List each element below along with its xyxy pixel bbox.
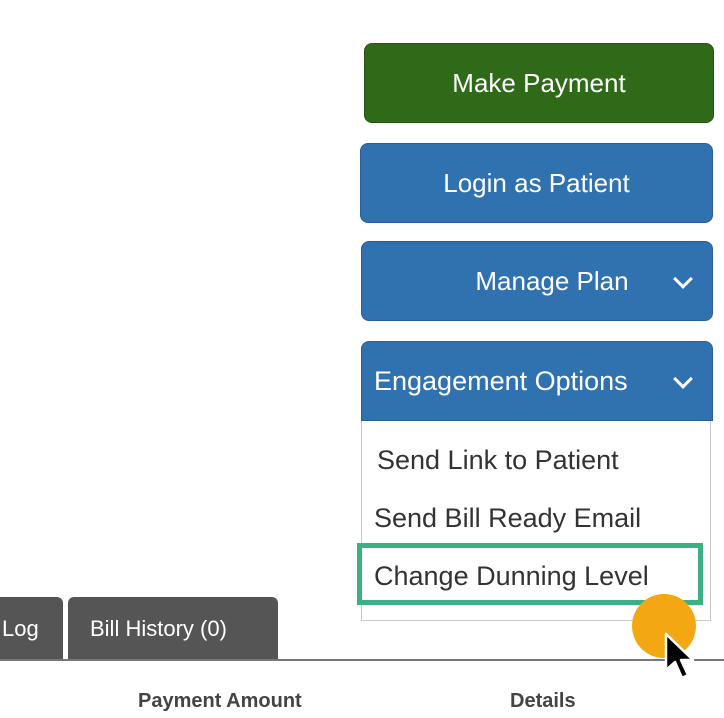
tab-divider: [0, 659, 724, 661]
manage-plan-label: Manage Plan: [475, 265, 629, 296]
cursor-highlight-dot: [632, 594, 696, 658]
login-as-patient-label: Login as Patient: [443, 167, 630, 198]
chevron-down-icon: [673, 369, 693, 389]
engagement-options-button[interactable]: Engagement Options: [361, 341, 713, 421]
column-header-payment-amount: Payment Amount: [138, 690, 302, 712]
engagement-options-label: Engagement Options: [374, 365, 628, 396]
menu-item-change-dunning-level[interactable]: Change Dunning Level: [374, 561, 649, 591]
chevron-down-icon: [673, 269, 693, 289]
tab-bill-history-label: Bill History (0): [90, 615, 227, 641]
manage-plan-button[interactable]: Manage Plan: [361, 241, 713, 321]
login-as-patient-button[interactable]: Login as Patient: [360, 143, 713, 223]
engagement-options-menu: Send Link to Patient Send Bill Ready Ema…: [361, 421, 711, 621]
column-header-details: Details: [510, 690, 576, 712]
mouse-pointer-icon: [664, 632, 695, 680]
tab-log[interactable]: Log: [0, 597, 63, 660]
tab-bill-history[interactable]: Bill History (0): [68, 597, 278, 660]
menu-item-send-link-to-patient[interactable]: Send Link to Patient: [377, 445, 619, 475]
menu-item-send-bill-ready-email[interactable]: Send Bill Ready Email: [374, 503, 642, 533]
highlight-box: [357, 543, 703, 605]
make-payment-button[interactable]: Make Payment: [364, 43, 714, 123]
tab-log-label: Log: [2, 615, 39, 641]
make-payment-label: Make Payment: [452, 67, 626, 98]
